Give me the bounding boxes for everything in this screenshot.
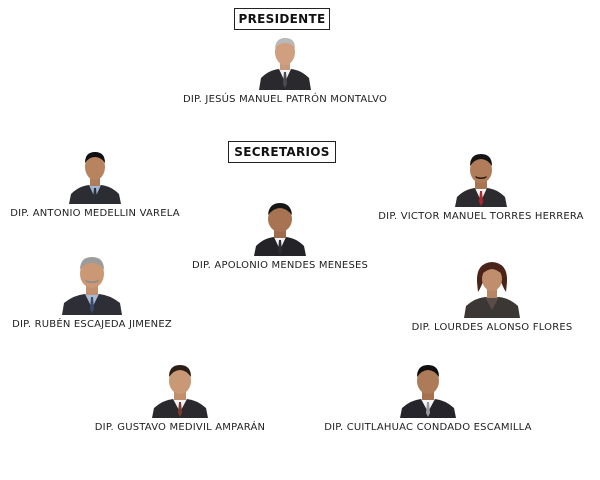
secretary-photo bbox=[252, 200, 308, 256]
secretaries-role-label: SECRETARIOS bbox=[228, 141, 336, 163]
president-name: DIP. JESÚS MANUEL PATRÓN MONTALVO bbox=[182, 94, 388, 105]
secretary-card: DIP. ANTONIO MEDELLIN VARELA bbox=[0, 148, 190, 219]
secretary-name: DIP. APOLONIO MENDES MENESES bbox=[191, 260, 369, 271]
secretary-photo bbox=[462, 258, 522, 318]
secretary-card: DIP. VICTOR MANUEL TORRES HERRERA bbox=[366, 151, 596, 222]
secretary-card: DIP. LOURDES ALONSO FLORES bbox=[400, 258, 584, 333]
secretary-name: DIP. RUBÉN ESCAJEDA JIMENEZ bbox=[12, 319, 172, 330]
secretary-photo bbox=[60, 253, 124, 315]
secretary-card: DIP. APOLONIO MENDES MENESES bbox=[180, 200, 380, 271]
secretary-name: DIP. VICTOR MANUEL TORRES HERRERA bbox=[378, 211, 584, 222]
secretary-photo bbox=[453, 151, 509, 207]
president-photo bbox=[257, 34, 313, 90]
secretary-card: DIP. GUSTAVO MEDIVIL AMPARÁN bbox=[80, 362, 280, 433]
president-role-label: PRESIDENTE bbox=[234, 8, 330, 30]
president-card: DIP. JESÚS MANUEL PATRÓN MONTALVO bbox=[160, 34, 410, 105]
secretary-photo bbox=[150, 362, 210, 418]
secretary-name: DIP. LOURDES ALONSO FLORES bbox=[411, 322, 573, 333]
secretary-photo bbox=[67, 148, 123, 204]
secretary-name: DIP. GUSTAVO MEDIVIL AMPARÁN bbox=[94, 422, 266, 433]
secretary-photo bbox=[398, 362, 458, 418]
secretary-card: DIP. RUBÉN ESCAJEDA JIMENEZ bbox=[0, 253, 184, 330]
secretary-name: DIP. ANTONIO MEDELLIN VARELA bbox=[10, 208, 180, 219]
secretary-name: DIP. CUITLAHUAC CONDADO ESCAMILLA bbox=[324, 422, 532, 433]
secretary-card: DIP. CUITLAHUAC CONDADO ESCAMILLA bbox=[306, 362, 550, 433]
